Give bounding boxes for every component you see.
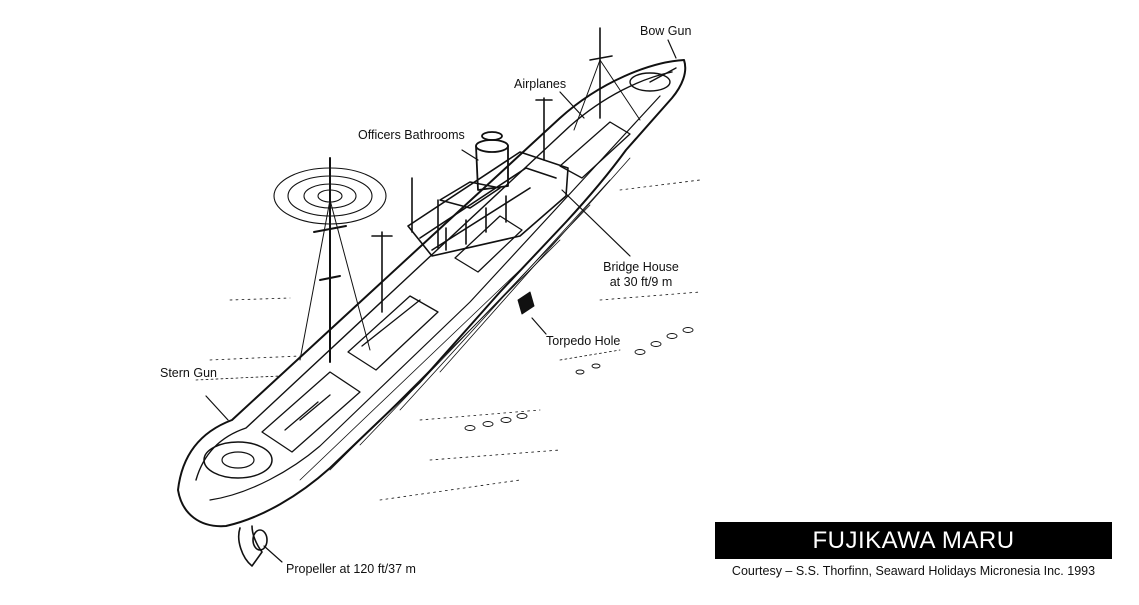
kingposts (371, 177, 439, 313)
title: FUJIKAWA MARU (812, 526, 1015, 554)
torpedo-hole (517, 291, 535, 315)
forward-masts (535, 27, 641, 161)
bow-gun (629, 67, 677, 92)
label-bow-gun: Bow Gun (640, 24, 692, 38)
label-stern-gun: Stern Gun (160, 366, 217, 380)
deck-rail-port (209, 95, 661, 501)
label-bridge-house: Bridge House at 30 ft/9 m (596, 260, 686, 290)
bridge-house (407, 151, 569, 257)
title-banner: FUJIKAWA MARU (715, 522, 1112, 559)
seabed-dots (195, 179, 701, 501)
label-officers-bathrooms: Officers Bathrooms (358, 128, 465, 142)
leader-lines (205, 39, 677, 563)
funnel (475, 131, 509, 191)
aft-mast (299, 157, 371, 363)
stern-gun-platform (203, 441, 273, 479)
deck-rail (195, 71, 673, 481)
propeller (237, 525, 268, 567)
label-bridge-house-line1: Bridge House (603, 260, 679, 274)
label-propeller: Propeller at 120 ft/37 m (286, 562, 416, 576)
cargo-holds (261, 121, 631, 453)
debris-trail (464, 327, 694, 431)
hull-shading (299, 157, 631, 481)
credit-line: Courtesy – S.S. Thorfinn, Seaward Holida… (731, 564, 1096, 578)
hull-outline (177, 59, 687, 528)
label-torpedo-hole: Torpedo Hole (546, 334, 621, 348)
label-airplanes: Airplanes (514, 77, 567, 91)
radio-waves (273, 167, 387, 225)
label-bridge-house-line2: at 30 ft/9 m (609, 275, 673, 289)
